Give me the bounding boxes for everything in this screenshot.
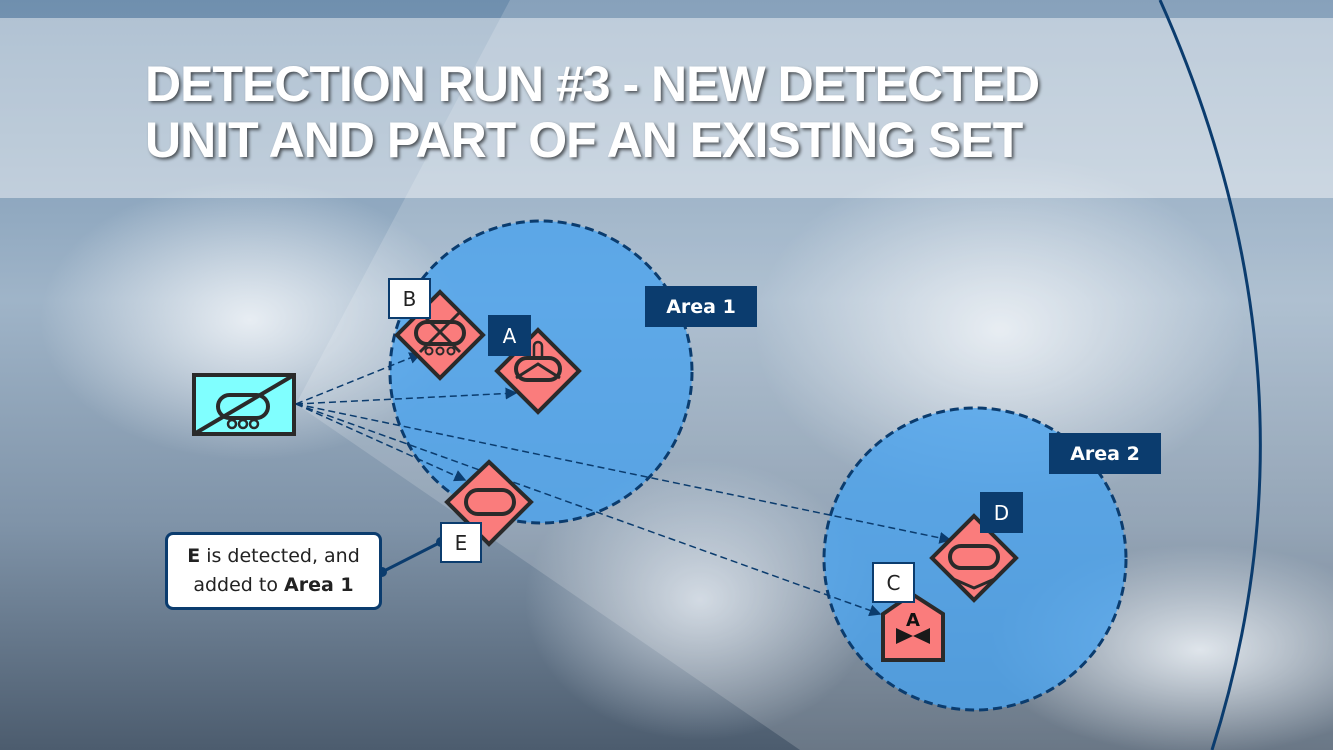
unit-a-label: A [488, 315, 531, 356]
page-title: DETECTION RUN #3 - NEW DETECTED UNIT AND… [145, 56, 1040, 168]
unit-b-label: B [388, 278, 431, 319]
callout-area: Area 1 [284, 574, 354, 596]
callout-text-2: added to [193, 574, 285, 596]
unit-e-label: E [440, 522, 482, 563]
unit-c-icon[interactable]: A [881, 591, 945, 662]
callout-note: E is detected, and added to Area 1 [165, 532, 382, 610]
unit-c-glyph: A [906, 610, 920, 631]
unit-e-icon[interactable] [444, 459, 534, 547]
range-arc [1158, 0, 1262, 750]
unit-d-label: D [980, 492, 1023, 533]
sensor-icon[interactable] [192, 373, 296, 436]
title-band [0, 18, 1333, 198]
detection-arrows [295, 352, 952, 617]
unit-d-icon[interactable] [929, 513, 1019, 603]
title-line-1: DETECTION RUN #3 - NEW DETECTED [145, 56, 1040, 112]
title-line-2: UNIT AND PART OF AN EXISTING SET [145, 112, 1023, 168]
unit-c-label: C [872, 562, 915, 603]
callout-connector [377, 537, 446, 577]
callout-text-1: is detected, and [200, 545, 360, 567]
area-1-label: Area 1 [645, 286, 757, 327]
callout-unit: E [187, 545, 201, 567]
area-2-label: Area 2 [1049, 433, 1161, 474]
